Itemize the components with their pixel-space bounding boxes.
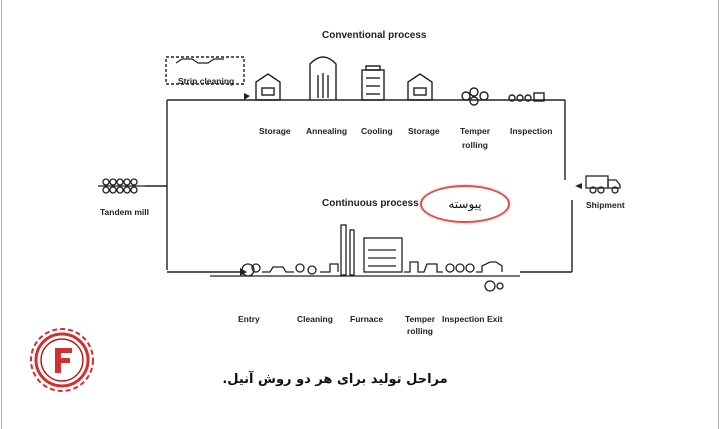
continuous-step-furnace: Furnace — [350, 314, 384, 324]
logo-letter-f — [55, 348, 72, 373]
storage-icon-2 — [407, 73, 433, 101]
brand-logo — [30, 328, 94, 392]
shipment-label: Shipment — [586, 200, 625, 210]
figure-caption: مراحل تولید برای هر دو روش آنیل. — [222, 372, 448, 387]
continuous-step-exit: Exit — [487, 314, 503, 324]
tandem-mill-icon — [98, 178, 145, 194]
strip-cleaning-box — [165, 56, 245, 85]
inspection-icon — [508, 94, 516, 102]
storage-icon — [255, 73, 281, 101]
conventional-step-storage-2: Storage — [408, 126, 440, 136]
arrow-head — [244, 93, 250, 100]
conventional-step-rolling: rolling — [462, 140, 488, 150]
callout-text: پیوسته — [448, 197, 482, 211]
continuous-step-inspection: Inspection — [442, 314, 485, 324]
continuous-step-temper: Temper — [405, 314, 436, 324]
continuous-step-entry: Entry — [238, 314, 260, 324]
left-frame-line — [1, 0, 2, 429]
tandem-mill-label: Tandem mill — [100, 207, 149, 217]
annealing-icon — [309, 56, 337, 100]
strip-cleaning-label: Strip cleaning — [178, 76, 235, 86]
continuous-process-title: Continuous process — [322, 198, 419, 209]
right-frame-line — [718, 0, 719, 429]
continuous-callout-bubble: پیوسته — [420, 185, 510, 223]
continuous-step-cleaning: Cleaning — [297, 314, 333, 324]
storage-door — [261, 87, 275, 96]
conventional-process-title: Conventional process — [322, 30, 427, 41]
temper-rolling-icon — [461, 91, 471, 101]
conventional-step-temper: Temper — [460, 126, 491, 136]
conventional-step-cooling: Cooling — [361, 126, 393, 136]
continuous-step-rolling: rolling — [407, 326, 433, 336]
truck-icon — [585, 175, 621, 194]
continuous-line-equipment — [210, 224, 520, 292]
strip-cleaning-rolls — [175, 58, 224, 64]
arrow-head — [575, 183, 582, 189]
conventional-step-inspection: Inspection — [510, 126, 553, 136]
conventional-step-storage: Storage — [259, 126, 291, 136]
cooling-icon — [361, 69, 385, 101]
conventional-step-annealing: Annealing — [306, 126, 348, 136]
